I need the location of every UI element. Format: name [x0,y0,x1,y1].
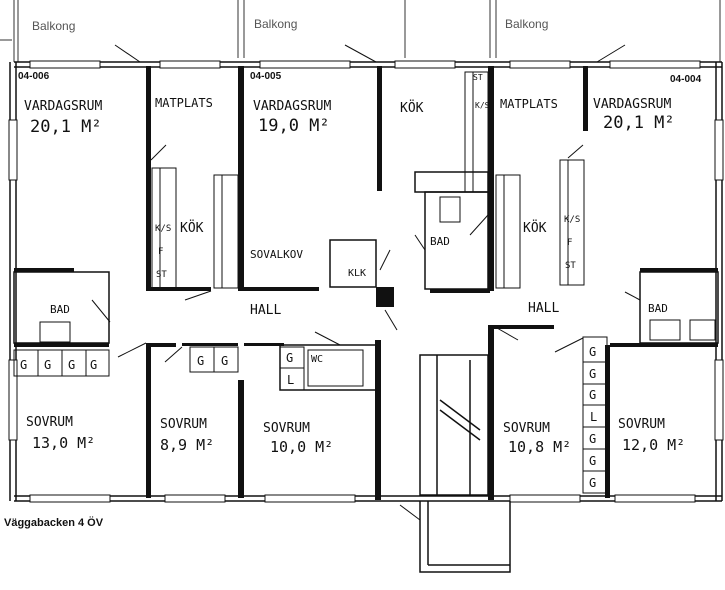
wardrobe-g-8: G [589,345,596,359]
room-vardagsrum-b: VARDAGSRUM [253,99,331,114]
wardrobe-g-1: G [20,358,27,372]
room-sovrum-3: SOVRUM [263,421,310,436]
room-kok-b: KÖK [400,99,424,116]
unit-number-middle: 04-005 [250,71,282,82]
area-sovrum-3: 10,0 M² [270,438,333,456]
wardrobe-g-12: G [589,454,596,468]
room-sovalkov: SOVALKOV [250,248,303,261]
fixture-f-a: F [158,247,163,257]
room-matplats-c: MATPLATS [500,97,558,111]
room-sovrum-5: SOVRUM [618,417,665,432]
fixture-f-c: F [567,238,572,248]
wardrobe-g-10: G [589,388,596,402]
area-sovrum-4: 10,8 M² [508,438,571,456]
room-vardagsrum-a: VARDAGSRUM [24,99,102,114]
kitchen-counters [13,71,716,494]
balcony-label-middle: Balkong [254,17,297,31]
wardrobe-g-3: G [68,358,75,372]
room-sovrum-2: SOVRUM [160,417,207,432]
wardrobe-g-5: G [197,354,204,368]
balcony-label-right: Balkong [505,17,548,31]
area-vardagsrum-a: 20,1 M² [30,117,102,137]
wardrobe-g-11: G [589,432,596,446]
area-sovrum-2: 8,9 M² [160,436,214,454]
balcony-label-left: Balkong [32,19,75,33]
wardrobe-g-4: G [90,358,97,372]
balcony-zone [0,0,721,62]
room-sovrum-4: SOVRUM [503,421,550,436]
room-vardagsrum-c: VARDAGSRUM [593,97,671,112]
wardrobe-g-6: G [221,354,228,368]
door-swings [91,44,641,521]
fixture-ks-a: K/S [155,224,171,234]
area-sovrum-5: 12,0 M² [622,436,685,454]
wardrobe-g-13: G [589,476,596,490]
wardrobe-g-2: G [44,358,51,372]
unit-number-right: 04-004 [670,74,702,85]
room-sovrum-1: SOVRUM [26,415,73,430]
fixture-ks-b: K/S [475,101,490,110]
room-hall-a: HALL [250,303,281,318]
room-bad-b: BAD [430,235,450,248]
fixture-st-a: ST [156,270,167,280]
area-vardagsrum-b: 19,0 M² [258,116,330,136]
area-sovrum-1: 13,0 M² [32,434,95,452]
area-vardagsrum-c: 20,1 M² [603,113,675,133]
room-bad-a: BAD [50,303,70,316]
windows [8,60,724,503]
room-wc: WC [311,354,323,365]
fixture-st-c: ST [565,261,576,271]
room-kok-c: KÖK [523,219,547,236]
fixture-ks-c: K/S [564,215,580,225]
room-matplats-a: MATPLATS [155,96,213,110]
wardrobe-g-7: G [286,351,293,365]
room-kok-a: KÖK [180,219,204,236]
partitions [13,171,719,573]
labels: Balkong Balkong Balkong 04-006 04-005 04… [4,17,702,529]
wardrobe-l-1: L [287,373,294,387]
room-klk: KLK [348,268,366,279]
wardrobe-l-2: L [590,410,597,424]
room-bad-c: BAD [648,302,668,315]
room-hall-c: HALL [528,301,559,316]
wardrobe-g-9: G [589,367,596,381]
address-label: Väggabacken 4 ÖV [4,516,104,529]
fixture-st-b: ST [473,73,483,82]
unit-number-left: 04-006 [18,71,50,82]
